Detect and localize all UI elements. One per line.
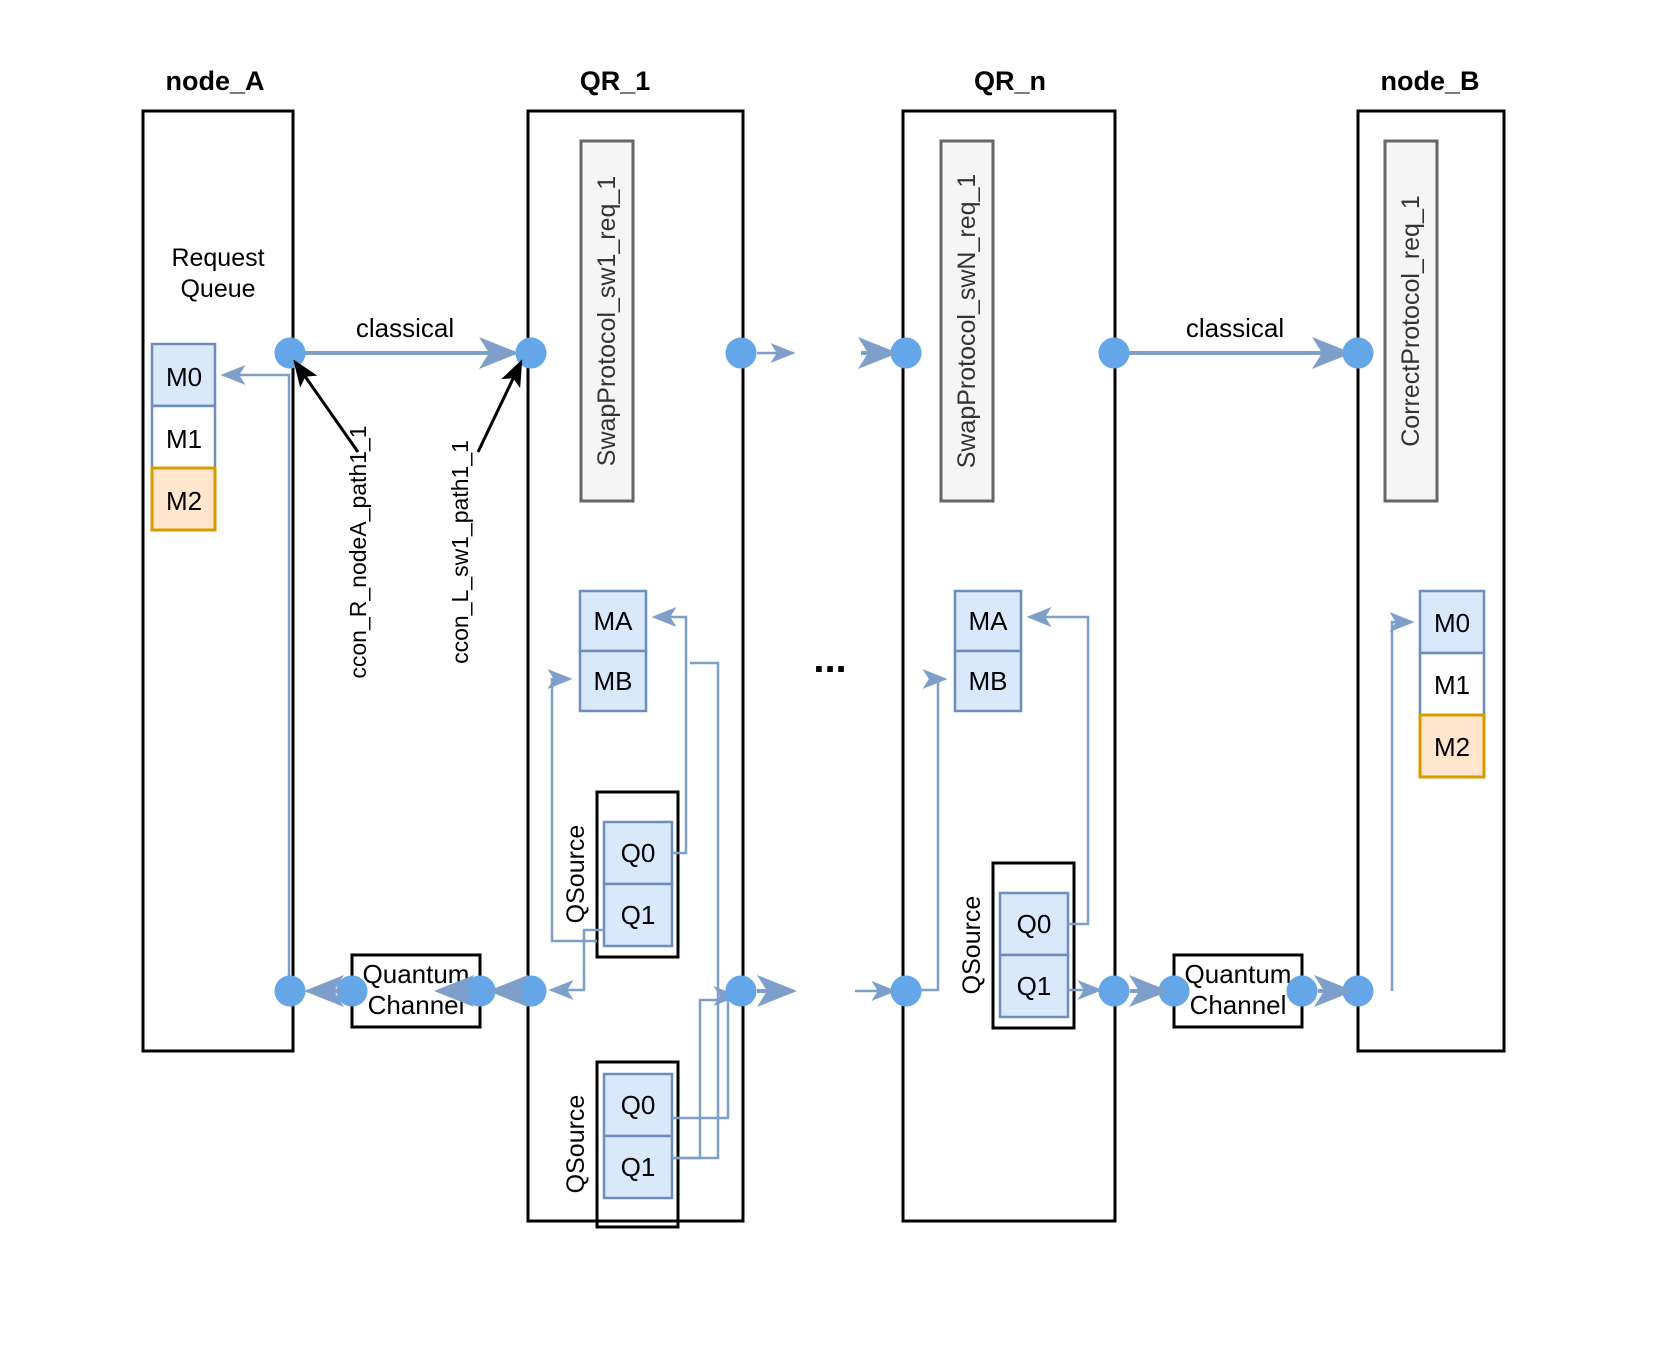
memory-label-node-a-m0: M0 (166, 362, 202, 392)
memory-cell-node-b-m1[interactable] (1418, 651, 1486, 717)
qsource-qubit-label-qrn-q0: Q0 (1017, 909, 1052, 939)
quantum-port-qrn-right[interactable] (1098, 975, 1130, 1007)
qsource-box-qr1-upper[interactable] (595, 790, 680, 959)
container-node-a[interactable] (141, 109, 295, 1053)
edge-node-a-qport-to-m0 (220, 365, 291, 990)
qsource-qubit-label-qr1-lower-q1: Q1 (621, 1152, 656, 1182)
classical-label-left: classical (356, 313, 454, 343)
qsource-box-qrn[interactable] (991, 861, 1076, 1030)
qsource-qubit-label-qr1-upper-q0: Q0 (621, 838, 656, 868)
protocol-box-qr-1[interactable] (579, 139, 635, 503)
edge-qrn-q0-to-ma (1026, 607, 1090, 926)
qsource-qubit-qr1-upper-q1[interactable] (602, 882, 674, 948)
qsource-qubit-qrn-q1[interactable] (998, 953, 1070, 1019)
quantum-channel-label-right-line2: Channel (1190, 990, 1287, 1020)
qsource-qubit-label-qr1-upper-q1: Q1 (621, 900, 656, 930)
memory-label-node-b-m0: M0 (1434, 608, 1470, 638)
node-title-qr-n: QR_n (974, 66, 1046, 96)
memory-cell-qr1-mb[interactable] (578, 649, 648, 713)
quantum-channel-label-left-line2: Channel (368, 990, 465, 1020)
memory-cell-node-a-m2[interactable] (150, 466, 217, 532)
memory-label-qrn-mb: MB (969, 666, 1008, 696)
edge-qr1-lower-q0-to-qport-right (672, 1002, 730, 1120)
pointer-arrow-ccon-r-nodea (293, 359, 360, 453)
memory-cell-node-a-m1[interactable] (150, 404, 217, 470)
qsource-box-qr1-lower[interactable] (595, 1060, 680, 1229)
node-title-node-b: node_B (1380, 66, 1479, 96)
port-label-ccon-l-sw1: ccon_L_sw1_path1_1 (447, 440, 473, 664)
memory-label-node-b-m2: M2 (1434, 732, 1470, 762)
memory-label-qr1-mb: MB (594, 666, 633, 696)
classical-port-node-b-left[interactable] (1342, 337, 1374, 369)
quantum-channel-label-left-line1: Quantum (363, 959, 470, 989)
edge-qr1-upper-q1-to-qport-left (548, 928, 604, 1000)
memory-label-node-a-m2: M2 (166, 486, 202, 516)
port-label-ccon-r-nodea: ccon_R_nodeA_path1_1 (345, 425, 371, 678)
request-queue-label-line1: Request (171, 244, 264, 272)
memory-label-node-b-m1: M1 (1434, 670, 1470, 700)
qsource-label-qr1-lower: QSource (562, 1095, 590, 1194)
ellipsis-more-repeaters: ... (813, 637, 846, 681)
classical-port-qrn-left[interactable] (890, 337, 922, 369)
edge-node-b-qport-to-m0 (1389, 612, 1415, 991)
qsource-label-qr1-upper: QSource (562, 825, 590, 924)
classical-port-qr1-left[interactable] (515, 337, 547, 369)
memory-label-node-a-m1: M1 (166, 424, 202, 454)
memory-cell-qr1-ma[interactable] (578, 589, 648, 653)
protocol-box-node-b[interactable] (1383, 139, 1439, 503)
memory-label-qrn-ma: MA (969, 606, 1009, 636)
protocol-label-qr-n: SwapProtocol_swN_req_1 (953, 174, 981, 469)
quantum-port-qr1-right[interactable] (725, 975, 757, 1007)
quantum-port-qrn-left[interactable] (890, 975, 922, 1007)
node-title-qr-1: QR_1 (580, 66, 651, 96)
classical-label-right: classical (1186, 313, 1284, 343)
protocol-box-qr-n[interactable] (939, 139, 995, 503)
quantum-channel-label-right-line1: Quantum (1185, 959, 1292, 989)
pointer-arrow-ccon-l-sw1 (476, 359, 523, 453)
memory-cell-qrn-mb[interactable] (953, 649, 1023, 713)
qsource-qubit-qr1-lower-q1[interactable] (602, 1134, 674, 1200)
memory-cell-qrn-ma[interactable] (953, 589, 1023, 653)
memory-cell-node-b-m2[interactable] (1418, 713, 1486, 779)
request-queue-label-line2: Queue (180, 275, 255, 303)
quantum-port-qchannel-right-out[interactable] (1286, 975, 1318, 1007)
qsource-label-qrn: QSource (958, 896, 986, 995)
classical-port-node-a-right[interactable] (274, 337, 306, 369)
classical-port-qrn-right[interactable] (1098, 337, 1130, 369)
node-title-node-a: node_A (165, 66, 264, 96)
qsource-qubit-label-qrn-q1: Q1 (1017, 971, 1052, 1001)
protocol-label-node-b: CorrectProtocol_req_1 (1397, 195, 1425, 447)
edge-qr1-upper-qsource-to-mb (547, 669, 597, 943)
qsource-qubit-label-qr1-lower-q0: Q0 (621, 1090, 656, 1120)
quantum-port-node-a-right[interactable] (274, 975, 306, 1007)
protocol-label-qr-1: SwapProtocol_sw1_req_1 (593, 176, 621, 466)
memory-label-qr1-ma: MA (594, 606, 634, 636)
edge-qrn-qport-left-to-mb (918, 669, 948, 992)
classical-port-qr1-right[interactable] (725, 337, 757, 369)
edge-qr1-upper-q0-to-ma (651, 607, 688, 855)
